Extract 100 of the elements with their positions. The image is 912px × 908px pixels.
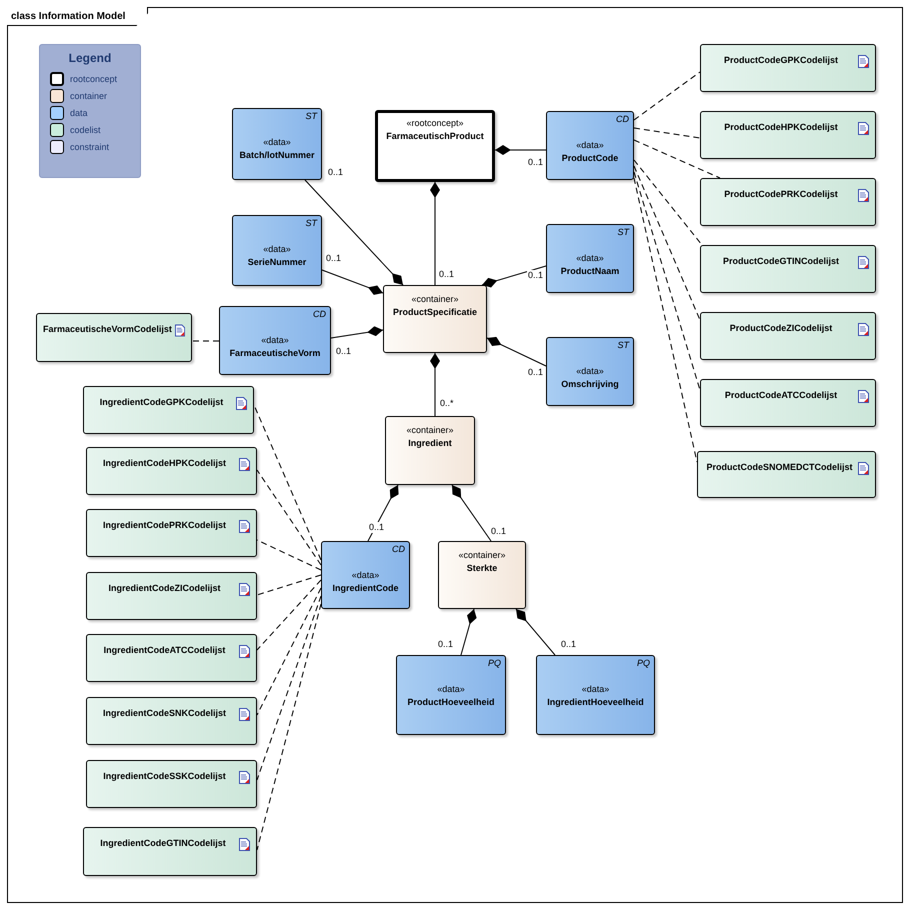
class-name: ProductSpecificatie	[392, 307, 478, 317]
multiplicity-label: 0..*	[439, 398, 455, 409]
multiplicity-label: 0..1	[527, 270, 544, 281]
type-tag: CD	[392, 544, 405, 554]
codelist-box	[86, 572, 257, 620]
dependency-line	[256, 470, 322, 566]
dependency-line	[634, 166, 700, 320]
codelist-box	[86, 509, 257, 557]
class-name: IngredientCodeSSKCodelijst	[102, 771, 227, 781]
class-name: IngredientHoeveelheid	[547, 697, 644, 707]
multiplicity-label: 0..1	[437, 639, 454, 650]
type-tag: PQ	[636, 658, 650, 668]
class-name: IngredientCodeATCCodelijst	[102, 645, 226, 655]
dependency-line	[634, 128, 700, 138]
class-name: IngredientCodePRKCodelijst	[102, 520, 227, 530]
class-box	[438, 541, 526, 609]
composition-line	[330, 326, 384, 338]
codelist-box	[700, 312, 876, 360]
type-tag: ST	[305, 111, 317, 121]
multiplicity-label: 0..1	[368, 522, 386, 533]
composition-line	[482, 266, 546, 288]
composition-line	[494, 145, 546, 155]
class-name: IngredientCodeGTINCodelijst	[99, 838, 227, 848]
stereotype: «data»	[576, 366, 604, 376]
stereotype: «data»	[437, 684, 465, 694]
class-name: ProductHoeveelheid	[407, 697, 495, 707]
dependency-line	[634, 72, 700, 120]
class-box	[546, 337, 634, 406]
codelist-box	[700, 44, 876, 92]
codelist-box	[700, 245, 876, 293]
legend-label: constraint	[70, 142, 110, 152]
dependency-line	[256, 596, 322, 780]
class-name: IngredientCode	[332, 583, 398, 593]
class-name: Omschrijving	[561, 379, 619, 389]
codelist-box	[86, 634, 257, 682]
multiplicity-label: 0..1	[438, 269, 456, 280]
dependency-line	[256, 540, 322, 570]
dependency-line	[256, 604, 322, 850]
multiplicity-label: 0..1	[527, 157, 544, 168]
stereotype: «data»	[352, 570, 380, 580]
codelist-box	[86, 697, 257, 745]
composition-line	[430, 182, 440, 286]
stereotype: «data»	[263, 244, 291, 254]
stereotype: «container»	[406, 425, 454, 435]
class-name: FarmaceutischeVorm	[230, 348, 320, 358]
legend-label: codelist	[70, 125, 101, 135]
dependency-line	[254, 404, 322, 560]
class-box	[375, 110, 495, 182]
class-box	[232, 108, 322, 180]
composition-line	[304, 180, 404, 286]
codelist-box	[86, 447, 257, 495]
composition-line	[486, 336, 546, 366]
class-name: Batch/lotNummer	[239, 150, 314, 160]
composition-line	[430, 352, 440, 416]
class-name: ProductCodeZICodelijst	[728, 323, 834, 333]
class-name: SerieNummer	[248, 257, 306, 267]
composition-line	[516, 608, 556, 656]
class-box	[546, 111, 634, 180]
class-name: IngredientCodeZICodelijst	[107, 583, 222, 593]
composition-line	[368, 484, 399, 542]
dependency-line	[256, 574, 322, 596]
dependency-line	[634, 160, 702, 246]
class-name: ProductCodeGPKCodelijst	[722, 55, 839, 65]
class-name: IngredientCodeHPKCodelijst	[102, 458, 227, 468]
codelist-box	[83, 827, 257, 876]
multiplicity-label: 0..1	[327, 167, 344, 178]
class-box	[536, 655, 655, 735]
stereotype: «data»	[576, 253, 604, 263]
codelist-box	[700, 178, 876, 226]
class-name: ProductCode	[562, 153, 618, 163]
multiplicity-label: 0..1	[490, 526, 508, 537]
class-box	[321, 541, 410, 609]
diagram-title: class Information Model	[7, 7, 148, 26]
codelist-box	[700, 111, 876, 159]
multiplicity-label: 0..1	[527, 367, 544, 378]
dependency-line	[256, 588, 322, 716]
stereotype: «rootconcept»	[406, 118, 464, 128]
stereotype: «data»	[576, 140, 604, 150]
multiplicity-label: 0..1	[560, 639, 578, 650]
stereotype: «container»	[411, 294, 459, 304]
class-box	[546, 224, 634, 293]
composition-line	[452, 484, 492, 542]
legend-label: data	[70, 108, 88, 118]
type-tag: ST	[617, 227, 629, 237]
class-name: Ingredient	[408, 438, 452, 448]
stereotype: «data»	[582, 684, 610, 694]
multiplicity-label: 0..1	[325, 253, 342, 264]
codelist-box	[83, 386, 254, 434]
class-name: ProductCodePRKCodelijst	[723, 189, 839, 199]
type-tag: ST	[617, 340, 629, 350]
type-tag: PQ	[488, 658, 501, 668]
class-box	[232, 215, 322, 286]
type-tag: CD	[616, 114, 629, 124]
class-name: ProductNaam	[560, 266, 620, 276]
class-name: Sterkte	[466, 563, 498, 573]
class-name: ProductCodeATCCodelijst	[724, 390, 838, 400]
type-tag: ST	[305, 218, 317, 228]
dependency-line	[256, 580, 322, 650]
stereotype: «data»	[263, 137, 291, 147]
legend-label: container	[70, 91, 108, 101]
